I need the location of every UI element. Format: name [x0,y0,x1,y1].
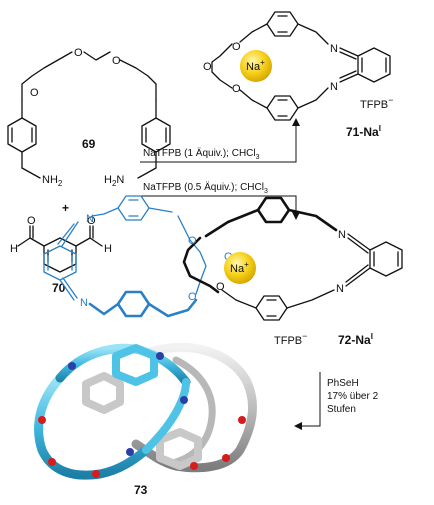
compound-69-h2n: H2N [104,174,124,188]
compound-71-o1: O [232,41,241,53]
compound-70-structure [17,225,103,273]
compound-69-o2: O [74,47,83,59]
compound-71-o2: O [203,61,212,73]
compound-70-h2: H [104,243,112,255]
compound-71-n2: N [330,81,338,93]
compound-72-n4: N [336,283,344,295]
compound-72-label: 72-NaI [338,332,373,347]
compound-72-tfpb: TFPB− [274,331,307,347]
compound-72-o4: O [216,281,225,293]
compound-72-o3: O [188,291,197,303]
compound-70-o2: O [87,215,96,227]
condition-step2: NaTFPB (0.5 Äquiv.); CHCl3 [143,181,268,195]
compound-70-label: 70 [52,281,66,295]
compound-73-label: 73 [134,483,148,497]
arrow-to-71 [140,118,300,163]
condition-step3-line1: PhSeH [327,378,359,389]
compound-71-label: 71-NaI [346,124,381,139]
compound-72-n1: N [86,213,94,225]
compound-72-structure [43,195,403,321]
compound-69-label: 69 [82,137,96,151]
compound-71-n1: N [330,43,338,55]
compound-72-o1: O [188,235,197,247]
condition-step3-line3: Stufen [327,404,356,415]
svg-text:Na+: Na+ [230,260,249,275]
compound-72-n3: N [338,229,346,241]
sodium-ion-71: Na+ [240,50,272,82]
arrow-to-73 [294,372,321,430]
compound-70-h1: H [10,243,18,255]
compound-69-structure [7,51,171,179]
compound-72-n2: N [80,297,88,309]
compound-71-tfpb: TFPB− [360,95,393,111]
compound-71-o3: O [232,83,241,95]
plus-sign: + [62,201,69,215]
compound-71-structure [211,11,391,121]
condition-step1: NaTFPB (1 Äquiv.); CHCl3 [143,147,260,161]
sodium-ion-72: Na+ [224,252,256,284]
compound-73-3d-model [34,342,257,480]
compound-69-o3: O [112,55,121,67]
svg-text:Na+: Na+ [246,58,265,73]
compound-70-o1: O [27,215,36,227]
condition-step3-line2: 17% über 2 [327,391,379,402]
arrow-to-72 [140,195,300,220]
compound-69-nh2: NH2 [42,174,63,188]
compound-69-o1: O [30,87,39,99]
